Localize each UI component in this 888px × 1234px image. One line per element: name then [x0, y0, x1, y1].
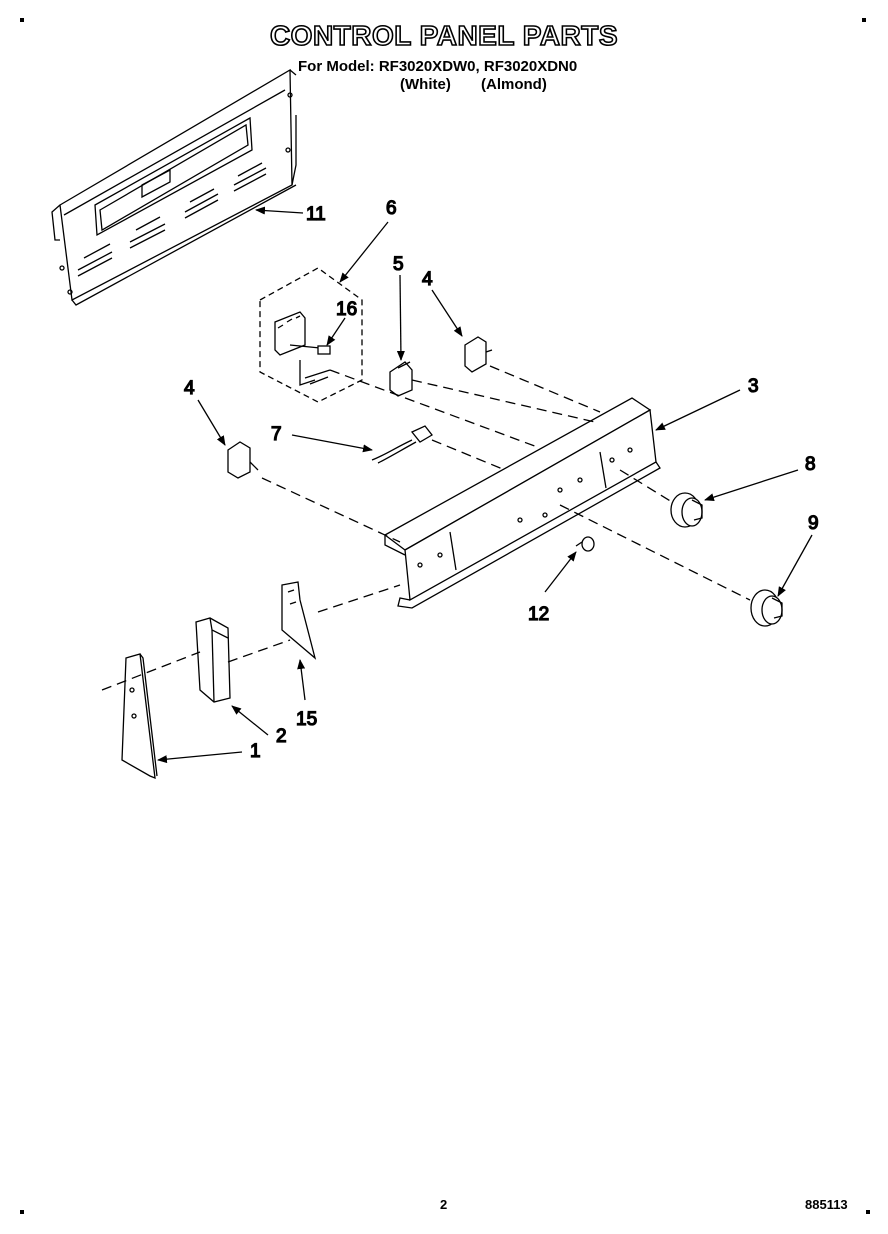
part-9-knob — [750, 589, 783, 627]
part-4-switch-left — [227, 441, 259, 479]
callout-2: 2 — [276, 726, 287, 747]
corner-mark-bottom-right — [866, 1210, 870, 1214]
callout-8: 8 — [805, 454, 816, 475]
callout-5: 5 — [393, 254, 404, 275]
callout-4-left: 4 — [184, 378, 195, 399]
part-2-end-cap — [195, 617, 231, 703]
leader-lines — [157, 206, 813, 764]
assembly-lines — [101, 365, 751, 691]
callout-11: 11 — [306, 204, 326, 225]
page-title: CONTROL PANEL PARTS — [269, 19, 619, 52]
color-almond-label: (Almond) — [481, 76, 547, 93]
corner-mark-top-left — [20, 18, 24, 22]
page-number: 2 — [440, 1197, 448, 1212]
callout-6: 6 — [386, 198, 397, 219]
color-white-label: (White) — [400, 76, 451, 93]
callout-7: 7 — [271, 424, 282, 445]
part-8-knob — [670, 492, 703, 528]
part-11-console-back — [51, 68, 297, 306]
part-6-wiring-assembly — [259, 267, 363, 403]
part-7-wire-harness — [371, 425, 433, 464]
part-15-bracket — [281, 581, 317, 660]
document-number: 885113 — [805, 1197, 848, 1212]
model-line: For Model: RF3020XDW0, RF3020XDN0 — [298, 58, 578, 75]
part-5-switch — [389, 361, 413, 397]
callout-16: 16 — [336, 299, 357, 320]
part-3-control-channel — [383, 397, 661, 609]
part-1-end-panel — [121, 653, 158, 780]
corner-mark-top-right — [862, 18, 866, 22]
callout-9: 9 — [808, 513, 819, 534]
part-4-switch-upper — [464, 336, 493, 373]
callout-1: 1 — [250, 741, 261, 762]
corner-mark-bottom-left — [20, 1210, 24, 1214]
callout-3: 3 — [748, 376, 759, 397]
callout-12: 12 — [528, 604, 549, 625]
callout-4-upper: 4 — [422, 269, 433, 290]
callout-15: 15 — [296, 709, 317, 730]
part-12-screw — [575, 536, 595, 552]
